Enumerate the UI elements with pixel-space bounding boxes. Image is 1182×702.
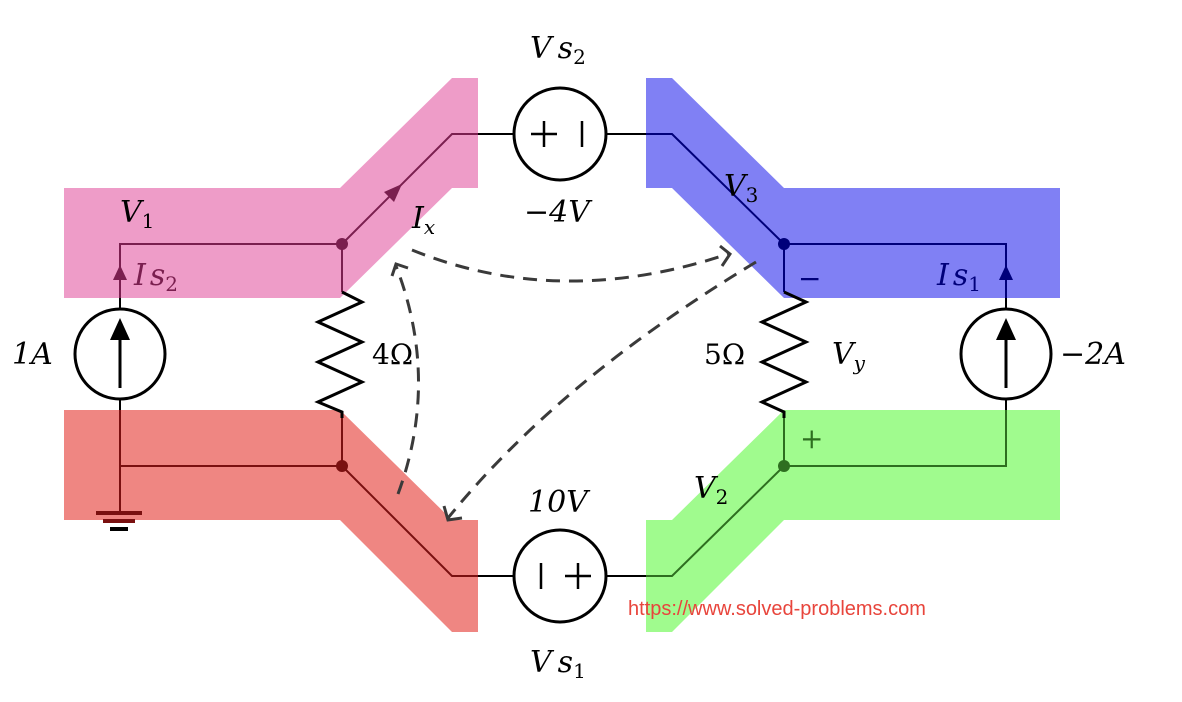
resistor-5ohm-value: 5Ω bbox=[704, 338, 745, 371]
vy-minus-sign: − bbox=[798, 262, 821, 295]
resistor-5ohm-voltage-label: Vy bbox=[832, 337, 866, 375]
vy-plus-sign: + bbox=[800, 422, 823, 455]
junction-v3 bbox=[778, 238, 790, 250]
dashed-arc-left bbox=[394, 265, 420, 495]
source-vs1-value: 10V bbox=[528, 485, 591, 520]
current-source-is1-icon bbox=[959, 307, 1053, 401]
resistor-5ohm-icon bbox=[758, 290, 810, 418]
voltage-source-vs2-icon bbox=[512, 86, 608, 182]
voltage-source-vs1-icon bbox=[512, 528, 608, 624]
node-v3-region bbox=[646, 78, 1060, 298]
source-is2-value: 1A bbox=[12, 337, 53, 372]
node-v3-label: V3 bbox=[724, 169, 758, 207]
node-v1-label: V1 bbox=[120, 195, 154, 233]
junction-v2 bbox=[778, 460, 790, 472]
current-ix-label: Ix bbox=[411, 201, 435, 239]
resistor-4ohm-value: 4Ω bbox=[372, 338, 413, 371]
source-is1-value: −2A bbox=[1060, 337, 1126, 372]
node-v1-region bbox=[64, 78, 478, 298]
source-vs2-value: −4V bbox=[524, 195, 593, 230]
dashed-arrowhead-top-icon bbox=[719, 244, 733, 267]
dashed-line-diagonal bbox=[446, 260, 757, 519]
ground-icon bbox=[96, 511, 142, 531]
current-arrow-ix-icon bbox=[384, 184, 402, 202]
dashed-arrowhead-bottom-icon bbox=[442, 505, 463, 522]
junction-v1 bbox=[336, 238, 348, 250]
junction-ground bbox=[336, 460, 348, 472]
dashed-arc-top bbox=[411, 248, 729, 283]
current-arrow-is2-icon bbox=[113, 265, 127, 280]
node-v2-label: V2 bbox=[694, 471, 728, 509]
current-arrow-is1-icon bbox=[999, 265, 1013, 280]
resistor-4ohm-icon bbox=[314, 290, 366, 418]
current-source-is2-icon bbox=[73, 307, 167, 401]
watermark-link[interactable]: https://www.solved-problems.com bbox=[628, 598, 926, 620]
dashed-arrowhead-left-icon bbox=[390, 262, 409, 277]
